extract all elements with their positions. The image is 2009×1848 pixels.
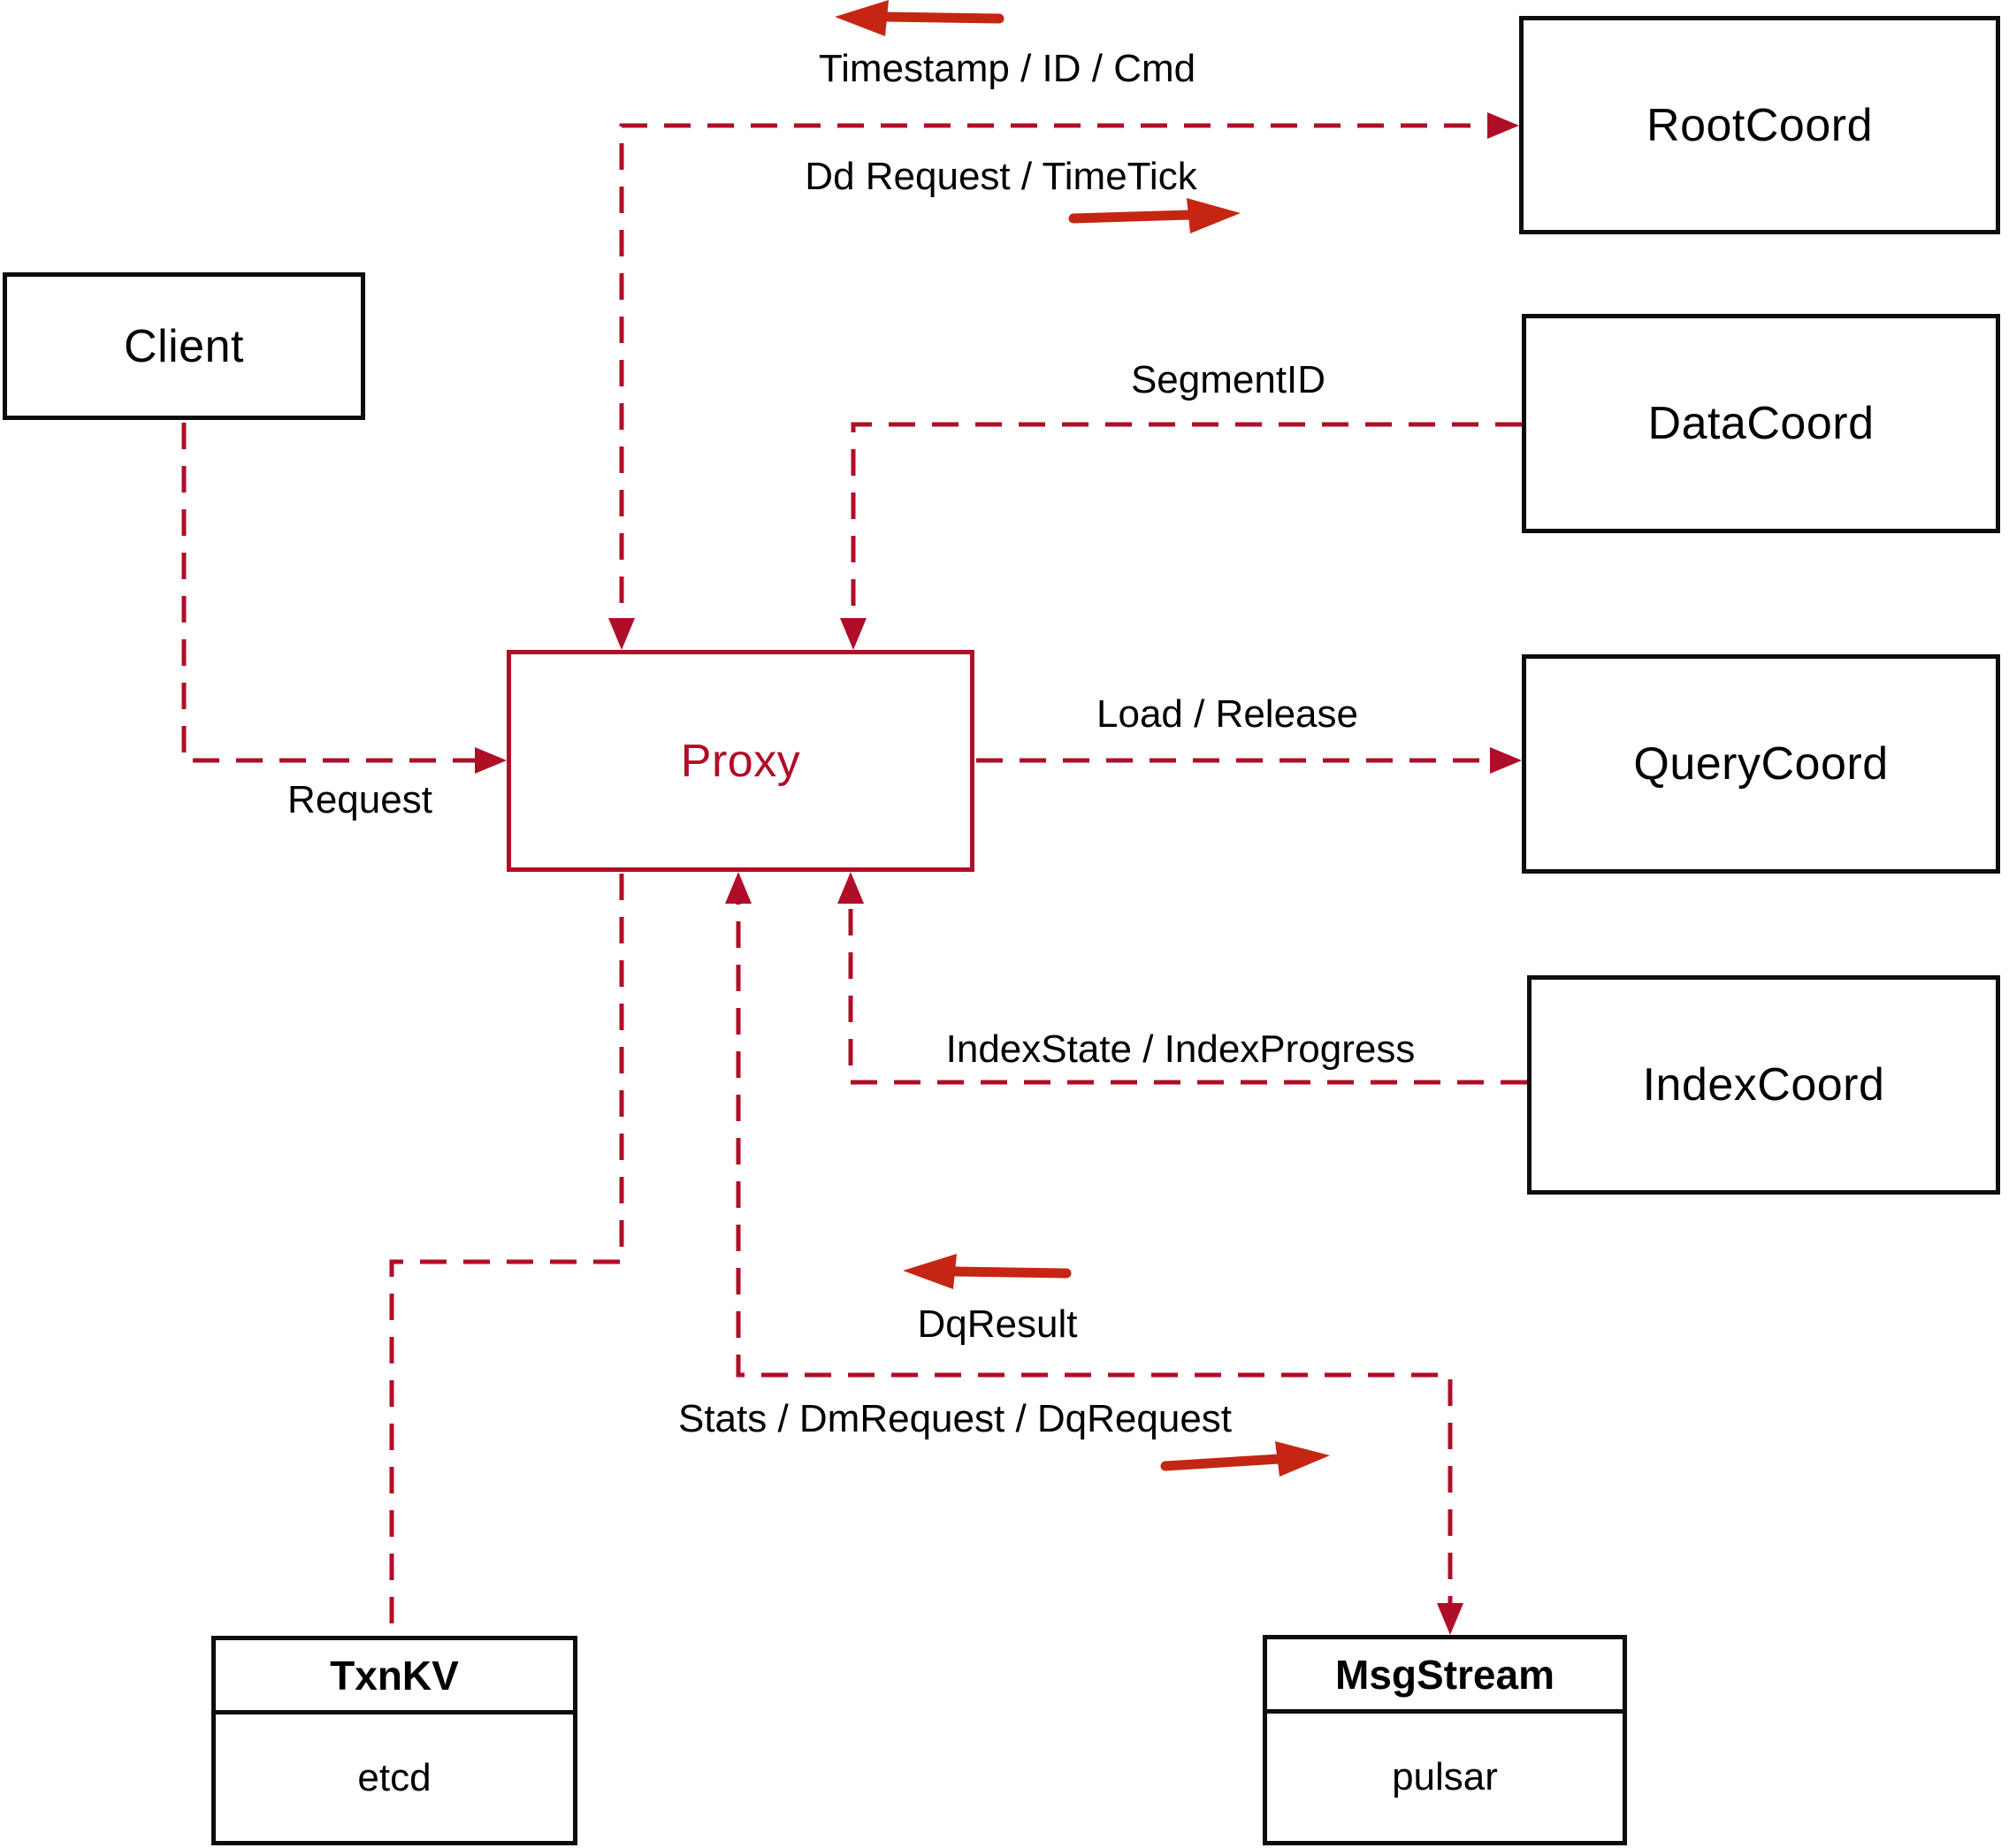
edge-label-dd-request: Dd Request / TimeTick — [805, 155, 1197, 198]
node-indexcoord-label: IndexCoord — [1642, 1059, 1885, 1111]
node-client: Client — [3, 272, 365, 420]
node-txnkv: TxnKV etcd — [211, 1636, 577, 1845]
edge-label-request: Request — [287, 778, 432, 821]
edge-proxy-msgstream — [736, 878, 1453, 1629]
arrowhead-into-proxy-left-icon — [475, 747, 507, 774]
edge-label-timestamp: Timestamp / ID / Cmd — [818, 47, 1196, 90]
node-msgstream-impl: pulsar — [1392, 1755, 1498, 1798]
node-client-label: Client — [124, 320, 244, 372]
node-querycoord-label: QueryCoord — [1633, 738, 1889, 790]
edge-label-segment-id: SegmentID — [1130, 358, 1326, 401]
node-msgstream-title: MsgStream — [1267, 1639, 1623, 1714]
node-datacoord-label: DataCoord — [1647, 398, 1875, 449]
edge-datacoord-proxy — [851, 422, 1522, 644]
node-proxy: Proxy — [507, 650, 974, 872]
edge-label-stats: Stats / DmRequest / DqRequest — [677, 1397, 1233, 1440]
edge-indexcoord-proxy — [848, 878, 1527, 1085]
node-querycoord: QueryCoord — [1522, 654, 2000, 874]
arrowhead-into-proxy-bottom-left-icon — [725, 872, 752, 904]
arrowhead-into-rootcoord-icon — [1487, 112, 1519, 139]
node-proxy-label: Proxy — [680, 735, 801, 787]
flow-arrow-left-dqresult-icon — [903, 1254, 1072, 1289]
node-txnkv-impl: etcd — [357, 1755, 432, 1799]
edge-label-load-release: Load / Release — [1096, 692, 1358, 736]
flow-arrow-right-stats-icon — [1160, 1441, 1330, 1477]
node-datacoord: DataCoord — [1522, 314, 2000, 533]
edge-proxy-rootcoord — [619, 123, 1514, 644]
node-txnkv-title: TxnKV — [216, 1640, 573, 1714]
edge-proxy-txnkv — [389, 874, 624, 1634]
edge-client-proxy — [181, 423, 500, 763]
node-rootcoord: RootCoord — [1519, 16, 2000, 234]
flow-arrow-left-timestamp-icon — [835, 0, 1004, 36]
arrowhead-into-proxy-bottom-right-icon — [837, 872, 864, 904]
edge-label-dq-result: DqResult — [917, 1302, 1078, 1346]
arrowhead-into-proxy-top-right-icon — [840, 618, 867, 650]
node-rootcoord-label: RootCoord — [1646, 99, 1873, 151]
node-indexcoord: IndexCoord — [1527, 975, 2000, 1195]
arrowhead-into-msgstream-icon — [1437, 1603, 1463, 1635]
node-msgstream: MsgStream pulsar — [1263, 1635, 1627, 1845]
arrowhead-into-proxy-top-left-icon — [608, 618, 635, 650]
edge-label-index-state: IndexState / IndexProgress — [945, 1027, 1416, 1071]
arrowhead-into-querycoord-icon — [1490, 747, 1522, 774]
flow-arrow-right-ddrequest-icon — [1068, 198, 1241, 233]
